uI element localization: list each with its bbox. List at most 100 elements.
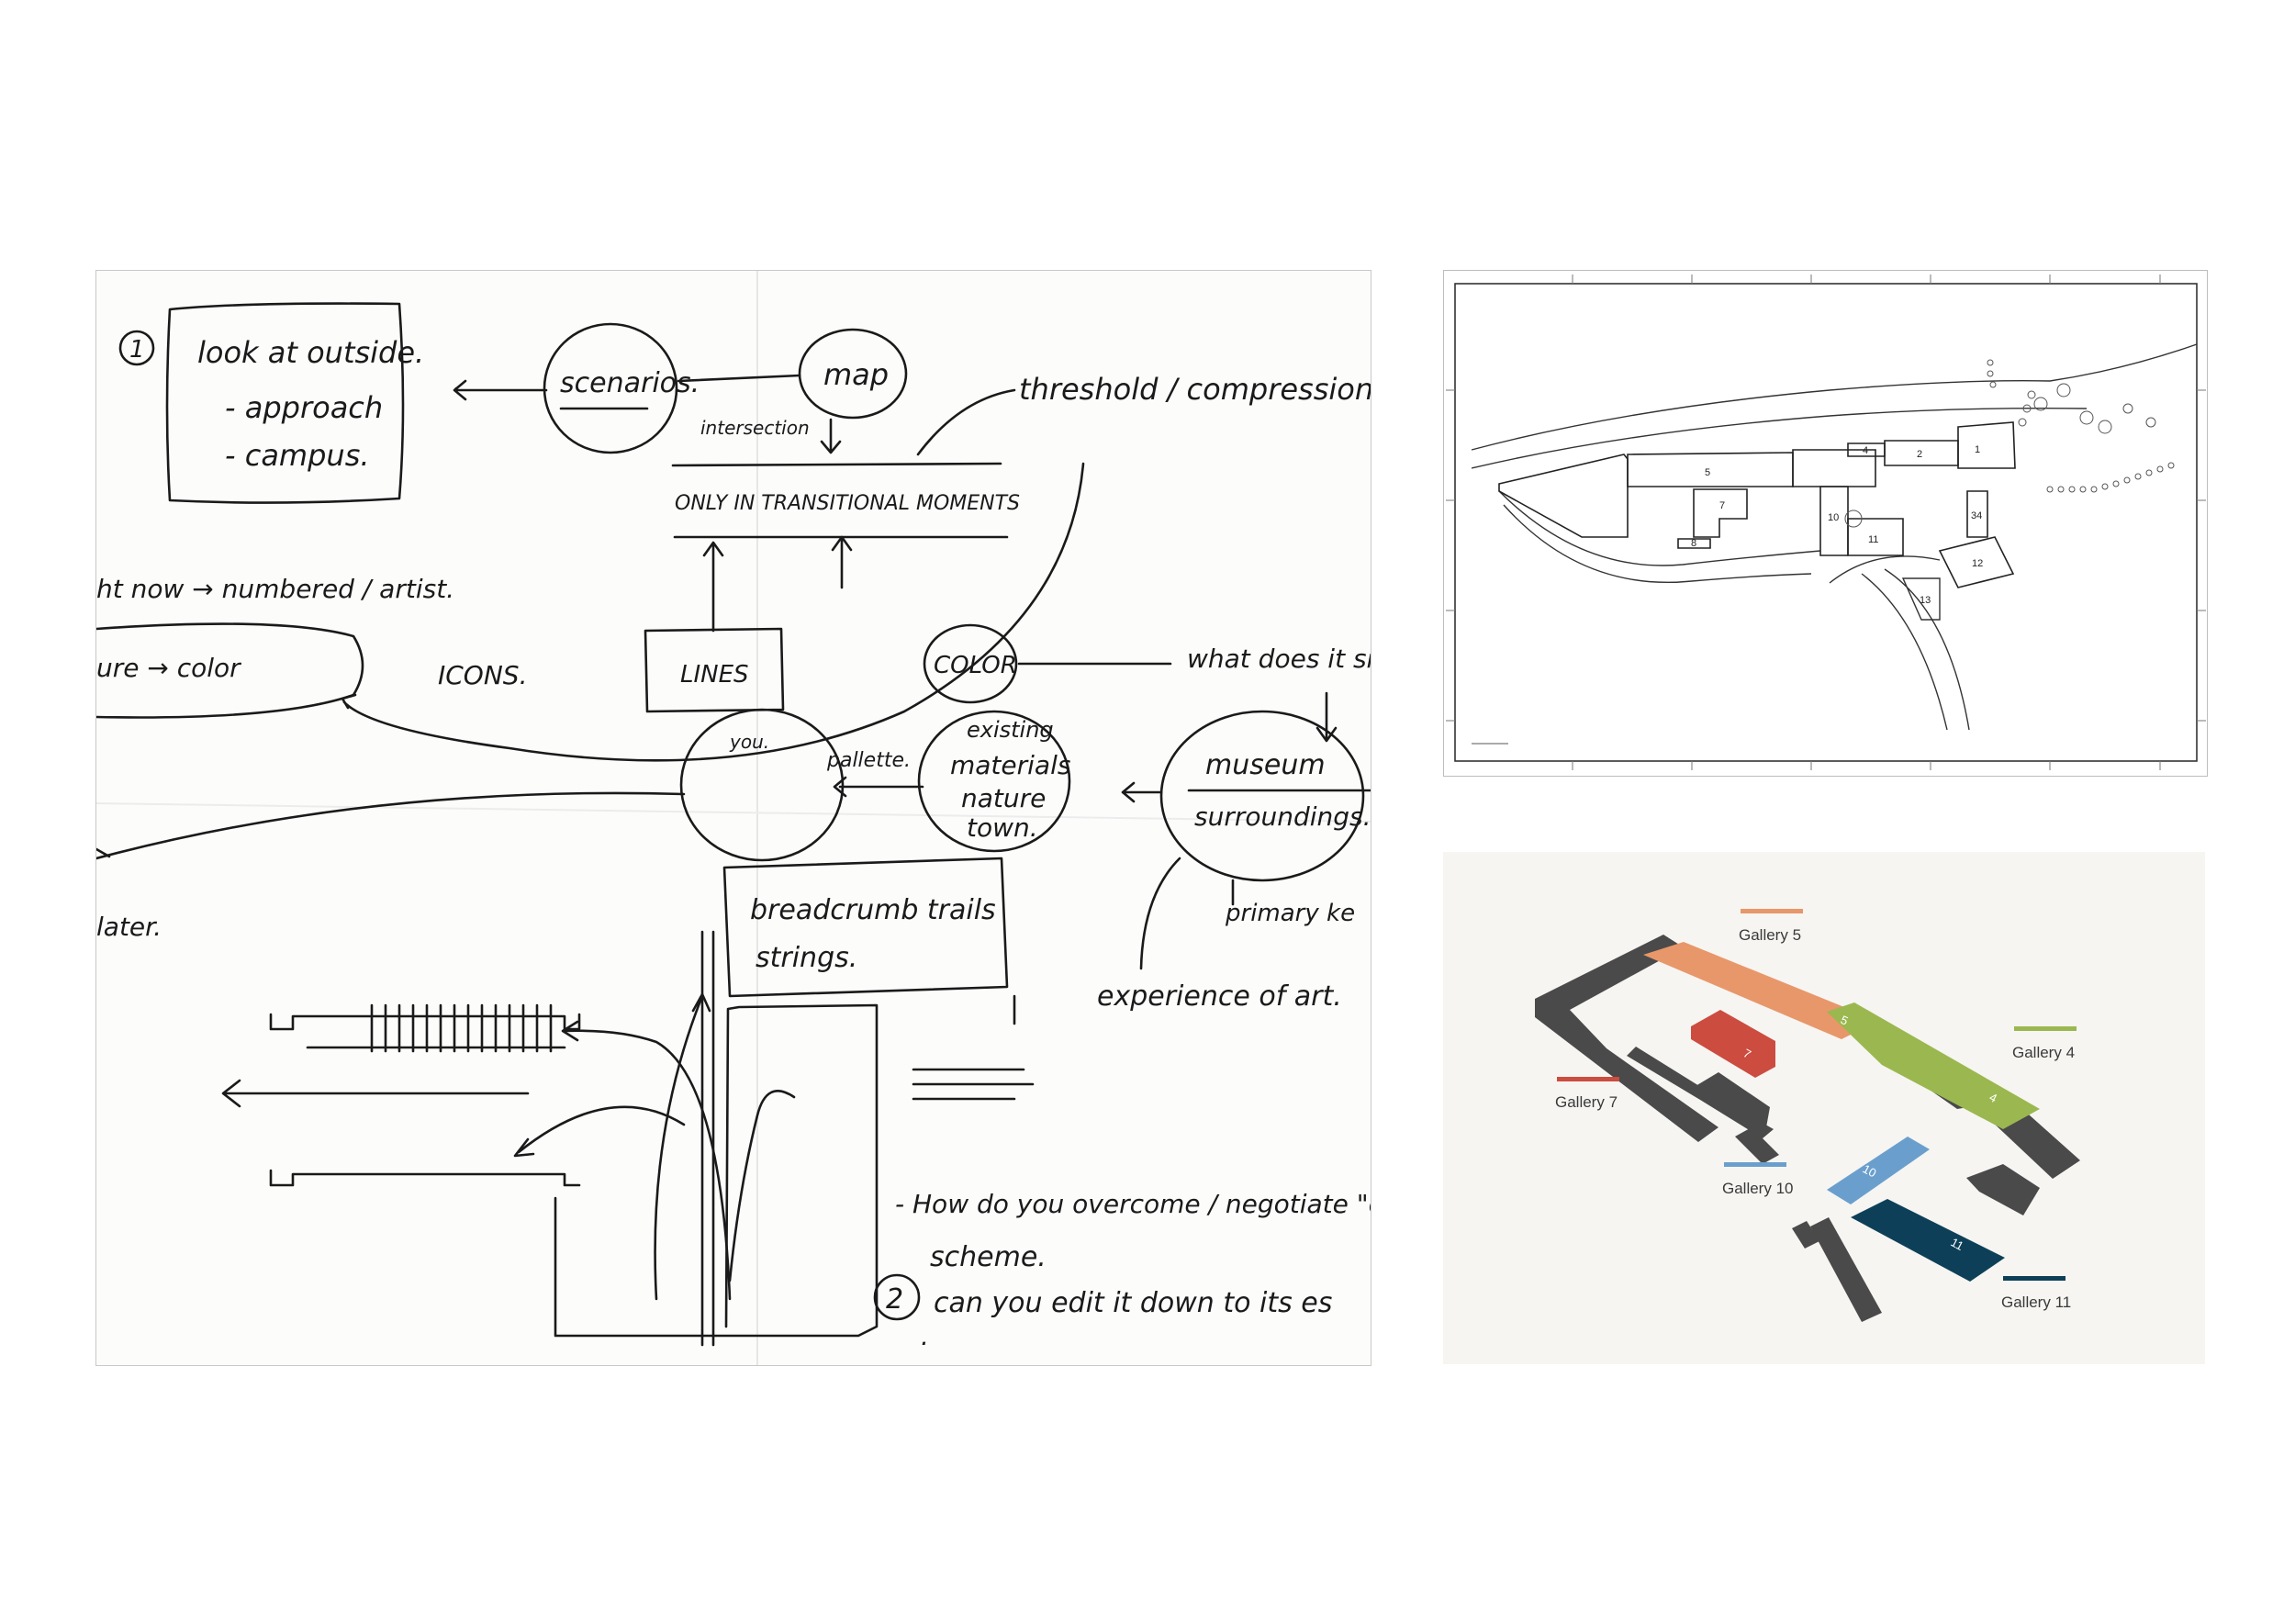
curve-arrow (341, 462, 1085, 762)
arrow (702, 541, 724, 633)
sketch-museum: museum (1205, 749, 1326, 781)
plan-block-13: 13 (1920, 595, 1931, 606)
sketch-pallette: pallette. (826, 749, 911, 772)
site-plan-drawing: 1 2 4 5 7 8 10 11 12 13 34 (1446, 274, 2206, 770)
sketch-dot: . (921, 1321, 929, 1351)
sketch-scenarios: scenarios. (560, 367, 700, 399)
sketch-materials: materials (950, 750, 1070, 780)
sketch-num-2: 2 (886, 1283, 903, 1316)
arrow (1315, 691, 1338, 743)
sketch-campus: - campus. (225, 438, 370, 473)
plan-sketch (269, 1013, 581, 1031)
gallery-5-swatch (1741, 909, 1803, 913)
plan-sketch (269, 1169, 581, 1187)
river-edge (1503, 504, 1812, 584)
curve-arrow (561, 1020, 732, 1301)
rule-line (671, 462, 1002, 467)
gallery-11-swatch (2003, 1276, 2066, 1281)
plan-border (1454, 283, 2198, 762)
sketch-primary: primary ke (1225, 900, 1355, 927)
gallery-10-block (1827, 1137, 1930, 1204)
plan-block-11: 11 (1868, 534, 1878, 545)
gallery-7-block (1691, 1010, 1775, 1078)
map-circle (798, 328, 908, 420)
sketch-icons: ICONS. (438, 660, 527, 690)
color-circle (923, 623, 1018, 704)
sketch-approach: - approach (225, 390, 383, 425)
look-outside-box (165, 302, 405, 504)
gallery-5-block (1643, 942, 1878, 1039)
gallery-11-number: 11 (1949, 1235, 1966, 1253)
sketch-edit: can you edit it down to its es (934, 1287, 1332, 1319)
sketch-threshold: threshold / compression (1019, 372, 1371, 407)
gallery-4-label: Gallery 4 (2012, 1044, 2075, 1061)
curve-arrow (654, 992, 711, 1301)
gallery-map-building (1810, 1217, 1882, 1322)
plan-block-4: 4 (1863, 445, 1868, 456)
number-circle (118, 330, 155, 366)
plan-building (1901, 577, 1941, 621)
plan-building (1677, 538, 1711, 549)
sketch-num-1: 1 (129, 336, 145, 364)
arrow-tip (96, 847, 111, 858)
gallery-7-label: Gallery 7 (1555, 1093, 1618, 1111)
plan-block-1: 1 (1975, 444, 1980, 455)
sketch-lines: LINES (680, 661, 749, 689)
sketch-panel: 1 look at outside. - approach - campus. … (95, 270, 1371, 1366)
plan-building (1847, 518, 1904, 556)
plan-building (1966, 490, 1988, 538)
curve-arrow (513, 1105, 686, 1158)
plan-sketch (554, 1003, 879, 1338)
gallery-7-swatch (1557, 1077, 1619, 1081)
plan-block-12: 12 (1972, 558, 1983, 569)
arrow (833, 776, 924, 798)
plan-trees (1844, 359, 2175, 528)
gallery-map-building (1966, 1164, 2040, 1215)
road (1861, 573, 1948, 731)
plan-ticks (1446, 274, 2206, 770)
scenarios-circle (543, 322, 678, 454)
connector (677, 374, 801, 383)
arrow (831, 535, 853, 589)
gallery-11-label: Gallery 11 (2001, 1294, 2071, 1311)
plan-block-5: 5 (1705, 467, 1710, 478)
plan-sketch (700, 930, 715, 1347)
plan-building (1693, 488, 1748, 538)
sketch-scheme: scheme. (930, 1241, 1047, 1273)
plan-block-34: 34 (1971, 510, 1982, 521)
arrow (221, 1079, 530, 1108)
sketch-color: COLOR (934, 652, 1017, 679)
sketch-experience: experience of art. (1097, 980, 1342, 1013)
color-ellipse (96, 622, 364, 719)
gallery-map: 5 4 7 10 11 Gallery 5 Gallery 4 Gallery … (1535, 909, 2080, 1322)
you-circle (679, 708, 845, 862)
sketch-intersection: intersection (700, 417, 810, 439)
museum-circle (1159, 710, 1365, 882)
plan-block-7: 7 (1719, 500, 1725, 511)
sketch-you: you. (729, 731, 769, 753)
gallery-4-block (1827, 1002, 2040, 1129)
plan-building (1498, 454, 1629, 538)
sketch-look-outside: look at outside. (197, 335, 424, 370)
curve (96, 791, 686, 860)
plan-building (1938, 536, 2015, 588)
sketch-later: later. (96, 912, 162, 942)
arrow (453, 379, 548, 401)
river-edge (1471, 407, 2088, 469)
gallery-10-number: 10 (1861, 1161, 1879, 1180)
lines-box (644, 627, 785, 713)
river-edge (1498, 490, 1821, 566)
fold-line (96, 802, 1371, 823)
sketch-overcome: - How do you overcome / negotiate "oppo (895, 1189, 1371, 1219)
sketch-nature: nature (961, 783, 1046, 813)
site-plan-panel: 1 2 4 5 7 8 10 11 12 13 34 (1443, 270, 2208, 777)
gallery-5-label: Gallery 5 (1739, 926, 1801, 944)
gallery-map-building (1735, 1127, 1779, 1164)
sketch-what-does: what does it sig (1187, 644, 1371, 674)
plan-block-10: 10 (1828, 512, 1839, 523)
connector (1139, 857, 1181, 970)
gallery-map-building (1535, 935, 1718, 1142)
gallery-10-label: Gallery 10 (1722, 1180, 1793, 1197)
sketch-town: town. (967, 812, 1038, 843)
sketch-map: map (823, 357, 889, 392)
